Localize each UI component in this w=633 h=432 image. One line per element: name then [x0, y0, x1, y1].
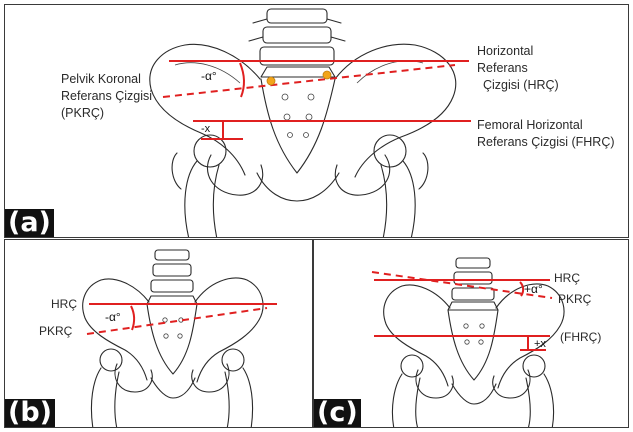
- fhrc-label-line-1: Femoral Horizontal: [477, 117, 615, 134]
- hrc-label-line-2: Referans: [477, 60, 559, 77]
- hrc-label: Horizontal Referans Çizgisi (HRÇ): [477, 43, 559, 94]
- hrc-label-b: HRÇ: [51, 297, 77, 311]
- panel-tag-b: (b): [5, 399, 55, 427]
- hrc-label-line-3: Çizgisi (HRÇ): [477, 77, 559, 94]
- panel-tag-a: (a): [5, 209, 54, 237]
- panel-a: Pelvik Koronal Referans Çizgisi (PKRÇ) H…: [4, 4, 629, 238]
- hrc-label-line-1: Horizontal: [477, 43, 559, 60]
- angle-label-a: -α°: [201, 69, 217, 83]
- panel-tag-c: (c): [314, 399, 361, 427]
- pkrc-label-line-1: Pelvik Koronal: [61, 71, 152, 88]
- offset-label-a: -x: [201, 123, 210, 135]
- fhrc-label: Femoral Horizontal Referans Çizgisi (FHR…: [477, 117, 615, 151]
- pkrc-label: Pelvik Koronal Referans Çizgisi (PKRÇ): [61, 71, 152, 122]
- pkrc-label-c: PKRÇ: [558, 292, 591, 306]
- fhrc-label-line-2: Referans Çizgisi (FHRÇ): [477, 134, 615, 151]
- angle-label-c: +α°: [524, 282, 543, 296]
- panel-b: HRÇ PKRÇ -α° (b): [4, 239, 313, 428]
- fhrc-label-c: (FHRÇ): [560, 330, 601, 344]
- pkrc-label-b: PKRÇ: [39, 324, 72, 338]
- angle-label-b: -α°: [105, 310, 121, 324]
- hrc-label-c: HRÇ: [554, 271, 580, 285]
- offset-label-c: +x: [534, 338, 546, 350]
- panel-c: HRÇ PKRÇ (FHRÇ) +α° +x (c): [313, 239, 629, 428]
- pkrc-label-line-3: (PKRÇ): [61, 105, 152, 122]
- pkrc-label-line-2: Referans Çizgisi: [61, 88, 152, 105]
